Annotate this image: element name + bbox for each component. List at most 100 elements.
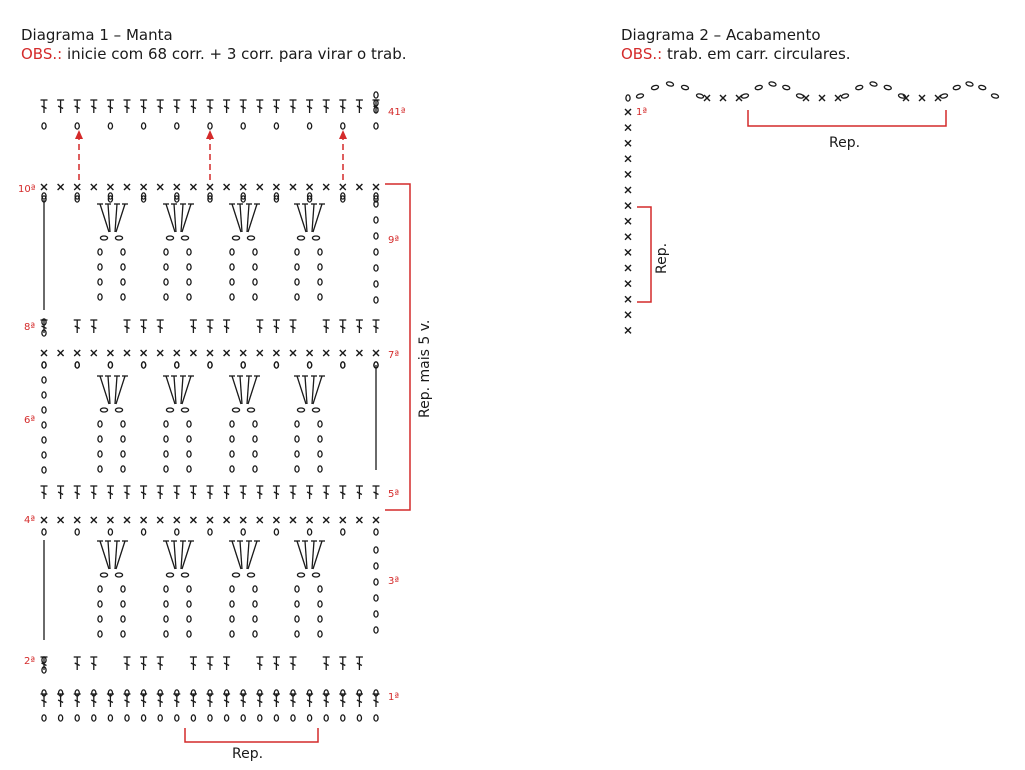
diagram2-top-rep-bracket [747, 110, 947, 127]
single-crochet-symbol [322, 349, 330, 357]
diagram1-rep-brackets [184, 183, 411, 743]
chain-stitch-symbol [252, 293, 258, 301]
chain-stitch-symbol [695, 92, 705, 100]
chain-stitch-symbol [186, 293, 192, 301]
single-crochet-symbol [123, 516, 131, 524]
chain-stitch-symbol [74, 528, 80, 536]
fan-stem [180, 375, 184, 405]
chain-stitch-symbol [120, 435, 126, 443]
chain-stitch-symbol [186, 248, 192, 256]
fan-stem [239, 375, 243, 405]
chain-stitch-symbol [854, 84, 864, 92]
double-crochet-symbol [89, 319, 98, 334]
single-crochet-symbol [624, 233, 632, 241]
chain-stitch-symbol [294, 630, 300, 638]
single-crochet-symbol [256, 183, 264, 191]
double-crochet-symbol [205, 485, 215, 500]
chain-stitch-symbol [229, 278, 235, 286]
single-crochet-symbol [272, 183, 281, 191]
single-crochet-symbol [339, 516, 347, 524]
chain-stitch-symbol [306, 714, 313, 722]
single-crochet-symbol [355, 349, 364, 357]
chain-stitch-symbol [290, 714, 296, 722]
chain-stitch-symbol [795, 92, 805, 100]
chain-stitch-symbol [252, 615, 258, 623]
chain-stitch-symbol [340, 714, 346, 722]
chain-stitch-symbol [229, 630, 235, 638]
diagram1-header: Diagrama 1 – Manta OBS.: inicie com 68 c… [21, 26, 406, 64]
single-crochet-symbol [139, 349, 148, 357]
fan-stem [115, 540, 126, 570]
chain-stitch-symbol [165, 235, 175, 241]
turning-chain-symbol [41, 421, 47, 429]
chain-stitch-symbol [229, 615, 235, 623]
double-crochet-symbol [255, 319, 264, 334]
chain-stitch-symbol [650, 84, 660, 92]
chain-stitch-symbol [897, 92, 907, 100]
fan-stem [311, 375, 315, 405]
chain-stitch-symbol [252, 450, 258, 458]
chain-stitch-symbol [252, 278, 258, 286]
chain-stitch-symbol [174, 361, 180, 369]
fan-stem [311, 540, 315, 570]
single-crochet-symbol [355, 183, 364, 191]
arrow-head-1 [75, 130, 83, 139]
single-crochet-symbol [624, 264, 632, 272]
single-crochet-symbol [624, 279, 632, 288]
fan-stem [173, 203, 177, 233]
chain-stitch-symbol [163, 293, 169, 301]
chain-stitch-symbol [317, 450, 323, 458]
chain-stitch-symbol [186, 465, 192, 473]
row-label-1: 1ª [388, 692, 399, 703]
chain-stitch-symbol [180, 572, 190, 578]
single-crochet-symbol [624, 311, 632, 319]
chain-stitch-symbol [120, 615, 126, 623]
chain-stitch-symbol [107, 122, 114, 130]
diagram1-rep-bottom-label: Rep. [232, 746, 263, 762]
fan-stem [165, 203, 176, 233]
single-crochet-symbol [189, 349, 198, 357]
chain-stitch-symbol [296, 235, 306, 241]
chain-stitch-symbol [317, 435, 323, 443]
double-crochet-symbol [172, 485, 181, 500]
double-crochet-symbol [139, 99, 148, 114]
double-crochet-symbol [305, 485, 314, 500]
diagram2-note: OBS.: trab. em carr. circulares. [621, 45, 851, 64]
single-crochet-symbol [256, 349, 264, 357]
chain-stitch-symbol [163, 420, 169, 428]
double-crochet-symbol [139, 656, 148, 671]
fan-stem [312, 375, 323, 405]
chain-stitch-symbol [229, 263, 235, 271]
chain-stitch-symbol [120, 450, 126, 458]
turning-chain-symbol [41, 466, 47, 474]
double-crochet-symbol [322, 656, 331, 671]
double-crochet-symbol [355, 99, 364, 114]
double-crochet-symbol [106, 485, 115, 500]
chain-stitch-symbol [157, 714, 163, 722]
chain-stitch-symbol [317, 630, 323, 638]
single-crochet-symbol [322, 183, 330, 191]
diagram1-arrow-heads [75, 130, 347, 139]
fan-stem [181, 375, 192, 405]
fan-stem [246, 375, 250, 405]
turning-chain-symbol [373, 264, 379, 272]
chain-stitch-symbol [229, 248, 235, 256]
single-crochet-symbol [289, 183, 297, 191]
chain-stitch-symbol [163, 630, 169, 638]
double-crochet-symbol [73, 485, 82, 500]
single-crochet-symbol [289, 516, 297, 524]
chain-stitch-symbol [294, 420, 300, 428]
chain-stitch-symbol [317, 248, 323, 256]
chain-stitch-symbol [340, 361, 346, 369]
chain-stitch-symbol [41, 528, 47, 536]
chain-stitch-symbol [107, 361, 114, 369]
single-crochet-symbol [355, 516, 364, 524]
chain-stitch-symbol [97, 615, 103, 623]
diagram2-row-label: 1ª [636, 107, 647, 118]
chain-stitch-symbol [257, 714, 263, 722]
double-crochet-symbol [371, 485, 381, 500]
chain-stitch-symbol [120, 248, 126, 256]
fan-stem [173, 375, 177, 405]
chain-stitch-symbol [231, 572, 241, 578]
